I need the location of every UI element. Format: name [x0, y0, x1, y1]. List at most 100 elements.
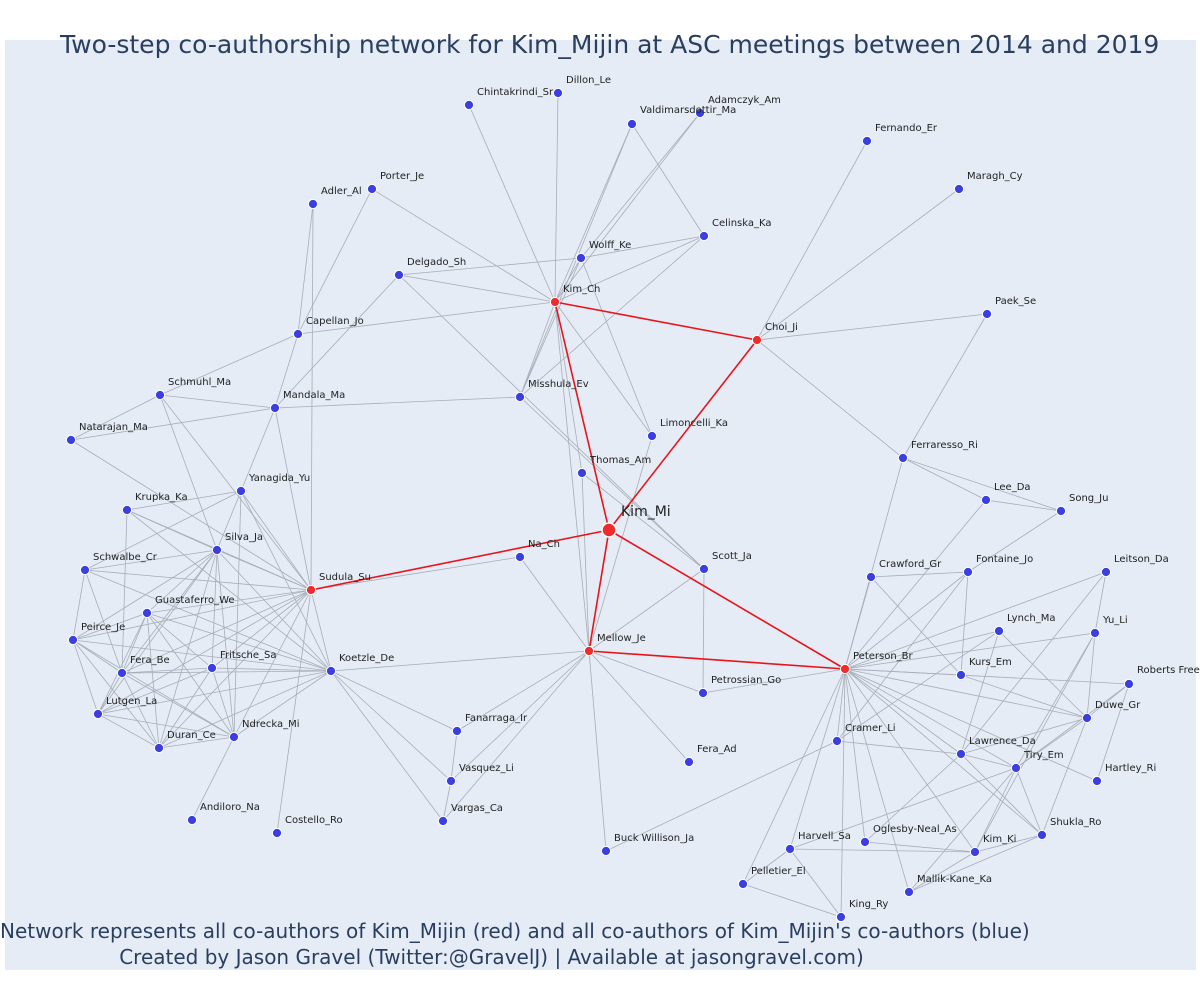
node-King_Ry[interactable] — [835, 911, 847, 923]
edge-Mellow_Je-Thomas_Am — [581, 472, 590, 652]
node-Fernando_Er[interactable] — [861, 135, 873, 147]
edge-Peterson_Br-Lee_Da — [844, 499, 987, 670]
edge-Kim_Ch-Mellow_Je — [554, 301, 590, 652]
node-Porter_Je[interactable] — [366, 183, 378, 195]
node-Lee_Da[interactable] — [980, 494, 992, 506]
edge-Yanagida_Yu-Ndrecka_Mi — [233, 490, 242, 738]
edge-Peterson_Br-Petrossian_Go — [702, 668, 846, 694]
node-label-Thomas_Am: Thomas_Am — [589, 455, 651, 466]
node-Vasquez_Li[interactable] — [445, 775, 457, 787]
node-Tiry_Em[interactable] — [1010, 762, 1022, 774]
node-Celinska_Ka[interactable] — [698, 230, 710, 242]
node-Petrossian_Go[interactable] — [697, 687, 709, 699]
node-Peirce_Je[interactable] — [67, 634, 79, 646]
node-Crawford_Gr[interactable] — [865, 571, 877, 583]
edge-Fritsche_Sa-Lutgen_La — [97, 667, 213, 715]
node-Schwalbe_Cr[interactable] — [79, 564, 91, 576]
node-Misshula_Ev[interactable] — [514, 391, 526, 403]
node-Yu_Li[interactable] — [1089, 627, 1101, 639]
edge-Kim_Mi-Peterson_Br — [608, 529, 846, 670]
node-Koetzle_De[interactable] — [325, 665, 337, 677]
node-Dillon_Le[interactable] — [552, 87, 564, 99]
node-Oglesby-Neal_As[interactable] — [859, 836, 871, 848]
node-label-Leitson_Da: Leitson_Da — [1114, 554, 1169, 565]
node-Fritsche_Sa[interactable] — [206, 662, 218, 674]
node-Mallik-Kane_Ka[interactable] — [903, 886, 915, 898]
node-Kim_Ki[interactable] — [969, 846, 981, 858]
edge-Peterson_Br-Cramer_Li — [836, 668, 846, 742]
edge-Schmuhl_Ma-Sudula_Su — [159, 394, 312, 591]
node-Delgado_Sh[interactable] — [393, 269, 405, 281]
node-Schmuhl_Ma[interactable] — [154, 389, 166, 401]
node-Cramer_Li[interactable] — [831, 735, 843, 747]
node-Valdimarsdottir_Ma[interactable] — [626, 118, 638, 130]
node-label-Peirce_Je: Peirce_Je — [81, 622, 125, 633]
node-label-Paek_Se: Paek_Se — [995, 296, 1036, 307]
node-Vargas_Ca[interactable] — [437, 815, 449, 827]
edge-Kim_Ki-Mallik-Kane_Ka — [908, 851, 976, 893]
node-Lawrence_Da[interactable] — [955, 748, 967, 760]
node-Choi_Ji[interactable] — [751, 334, 763, 346]
edge-Fera_Be-Ndrecka_Mi — [121, 672, 235, 738]
node-Mellow_Je[interactable] — [583, 645, 595, 657]
edge-Sudula_Su-Fritsche_Sa — [211, 589, 312, 669]
node-Guastaferro_We[interactable] — [141, 607, 153, 619]
node-Thomas_Am[interactable] — [576, 467, 588, 479]
edge-Silva_Ja-Lutgen_La — [97, 549, 218, 715]
node-label-Celinska_Ka: Celinska_Ka — [712, 218, 772, 229]
edge-Schwalbe_Cr-Fera_Be — [84, 569, 123, 674]
node-Mandala_Ma[interactable] — [269, 402, 281, 414]
node-Andiloro_Na[interactable] — [186, 814, 198, 826]
node-Shukla_Ro[interactable] — [1036, 829, 1048, 841]
node-Chintakrindi_Sr[interactable] — [463, 99, 475, 111]
node-Ferraresso_Ri[interactable] — [897, 452, 909, 464]
node-Paek_Se[interactable] — [981, 308, 993, 320]
node-Silva_Ja[interactable] — [211, 544, 223, 556]
node-Hartley_Ri[interactable] — [1091, 775, 1103, 787]
node-Limoncelli_Ka[interactable] — [646, 430, 658, 442]
edge-Duran_Ce-Ndrecka_Mi — [158, 736, 235, 749]
node-Roberts_Free[interactable] — [1123, 678, 1135, 690]
edge-Schwalbe_Cr-Peirce_Je — [72, 569, 86, 641]
edge-Silva_Ja-Fritsche_Sa — [211, 549, 218, 669]
edge-Sudula_Su-Ndrecka_Mi — [233, 589, 312, 738]
node-Sudula_Su[interactable] — [305, 584, 317, 596]
node-Lynch_Ma[interactable] — [993, 625, 1005, 637]
node-Costello_Ro[interactable] — [271, 827, 283, 839]
node-Fera_Be[interactable] — [116, 667, 128, 679]
node-Kurs_Em[interactable] — [955, 669, 967, 681]
node-Buck_Willison_Ja[interactable] — [600, 845, 612, 857]
node-Yanagida_Yu[interactable] — [235, 485, 247, 497]
edge-Cramer_Li-Lawrence_Da — [836, 740, 962, 755]
node-Scott_Ja[interactable] — [698, 563, 710, 575]
node-Kim_Ch[interactable] — [549, 296, 561, 308]
edge-Krupka_Ka-Fera_Be — [121, 509, 128, 674]
node-Adler_Al[interactable] — [307, 198, 319, 210]
edge-Tiry_Em-Harvell_Sa — [789, 767, 1017, 850]
node-Song_Ju[interactable] — [1055, 505, 1067, 517]
node-Maragh_Cy[interactable] — [953, 183, 965, 195]
node-Kim_Mi[interactable] — [601, 522, 617, 538]
node-Leitson_Da[interactable] — [1100, 566, 1112, 578]
node-label-Adler_Al: Adler_Al — [321, 186, 362, 197]
node-Capellan_Jo[interactable] — [292, 328, 304, 340]
node-Fanarraga_Ir[interactable] — [451, 725, 463, 737]
node-Wolff_Ke[interactable] — [575, 252, 587, 264]
node-Harvell_Sa[interactable] — [784, 843, 796, 855]
edge-Kim_Ch-Adamczyk_Am — [554, 112, 701, 303]
node-Fera_Ad[interactable] — [683, 756, 695, 768]
node-Na_Ch[interactable] — [514, 551, 526, 563]
node-Peterson_Br[interactable] — [839, 663, 851, 675]
node-Pelletier_El[interactable] — [737, 878, 749, 890]
node-Duran_Ce[interactable] — [153, 742, 165, 754]
edge-Sudula_Su-Costello_Ro — [276, 589, 312, 834]
node-Duwe_Gr[interactable] — [1081, 712, 1093, 724]
node-label-Buck_Willison_Ja: Buck Willison_Ja — [614, 833, 694, 844]
node-Lutgen_La[interactable] — [92, 708, 104, 720]
node-Ndrecka_Mi[interactable] — [228, 731, 240, 743]
node-Fontaine_Jo[interactable] — [962, 566, 974, 578]
node-Adamczyk_Am[interactable] — [694, 107, 706, 119]
node-Krupka_Ka[interactable] — [121, 504, 133, 516]
node-Natarajan_Ma[interactable] — [65, 434, 77, 446]
